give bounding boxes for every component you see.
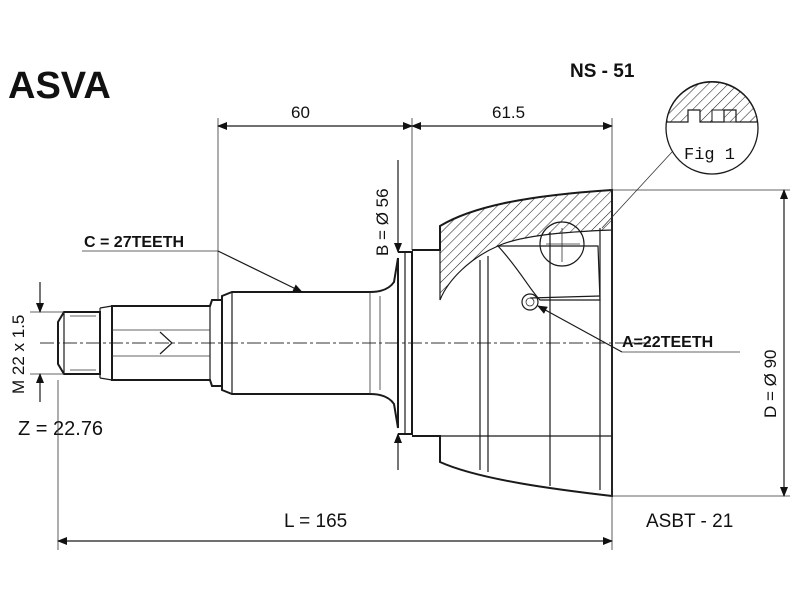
dim-l-165: L = 165 — [284, 511, 347, 532]
dim-outer-diameter: D = Ø 90 — [612, 189, 790, 497]
fig1-label: Fig 1 — [684, 146, 735, 165]
dim-spline-outer: C = 27TEETH — [82, 234, 303, 293]
dim-a-22-teeth: A=22TEETH — [622, 334, 713, 351]
dim-d-90: D = Ø 90 — [761, 349, 780, 418]
shaft — [111, 257, 399, 429]
dim-b-56: B = Ø 56 — [373, 188, 392, 256]
brand-logo: ASVA — [8, 65, 111, 107]
boot-reference: ASBT - 21 — [646, 511, 733, 532]
dim-60: 60 — [291, 103, 310, 122]
dim-bore: B = Ø 56 — [373, 160, 402, 470]
dim-top: 60 61.5 — [217, 103, 613, 300]
dim-length: L = 165 — [57, 380, 613, 550]
dim-spline-inner: A=22TEETH — [537, 305, 740, 353]
dim-c-27-teeth: C = 27TEETH — [84, 234, 184, 251]
dim-61-5: 61.5 — [492, 103, 525, 122]
dim-thread: M 22 x 1.5 — [9, 282, 64, 402]
fig1-detail: Fig 1 — [601, 81, 759, 229]
part-number: NS - 51 — [570, 61, 635, 82]
dim-m22: M 22 x 1.5 — [9, 315, 28, 394]
dim-z: Z = 22.76 — [18, 418, 103, 440]
outer-race-housing — [398, 188, 613, 498]
